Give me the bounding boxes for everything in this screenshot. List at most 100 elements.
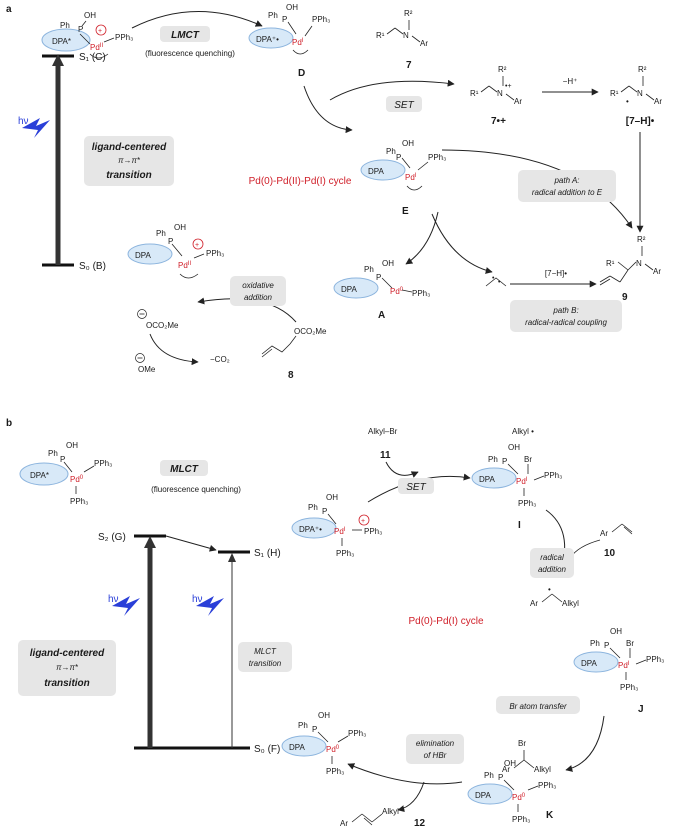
ligand-centered-line2: π→π* bbox=[118, 156, 141, 165]
svg-text:PdI: PdI bbox=[292, 38, 304, 47]
ligand-centered-line3: transition bbox=[106, 170, 152, 181]
svg-text:PPh₃: PPh₃ bbox=[620, 683, 638, 692]
complex-G: DPA* Ph P OH Pd0 PPh₃ PPh₃ bbox=[19, 441, 112, 506]
methylcarbonate-anion: OCO₂Me bbox=[137, 309, 179, 330]
svg-text:PPh₃: PPh₃ bbox=[115, 33, 133, 42]
svg-text:PdI: PdI bbox=[334, 527, 346, 536]
cycle-title-a: Pd(0)-Pd(II)-Pd(I) cycle bbox=[249, 176, 352, 187]
ligand-centered-box bbox=[84, 136, 174, 186]
svg-text:PdI: PdI bbox=[405, 173, 417, 182]
lmct-box bbox=[160, 26, 210, 42]
set-box-a bbox=[386, 96, 422, 112]
label-7H-radical: [7–H]• bbox=[626, 116, 655, 127]
set-label-b: SET bbox=[406, 482, 426, 493]
panel-a-label: a bbox=[6, 4, 12, 15]
label-9: 9 bbox=[622, 292, 628, 303]
svg-text:DPA: DPA bbox=[289, 743, 306, 752]
svg-text:OH: OH bbox=[504, 759, 516, 768]
svg-text:PPh₃: PPh₃ bbox=[518, 499, 536, 508]
ligand-centered-b-line1: ligand-centered bbox=[30, 648, 105, 659]
e-to-allyl-arrow bbox=[431, 213, 493, 274]
set-label-a: SET bbox=[394, 100, 414, 111]
svg-text:+: + bbox=[195, 242, 199, 249]
s1-level-label: S₁ (C) bbox=[79, 52, 106, 63]
svg-text:DPA*: DPA* bbox=[30, 471, 49, 480]
complex-J: DPA Ph P OH PdI Br PPh₃ PPh₃ bbox=[573, 627, 664, 692]
svg-text:PdI: PdI bbox=[516, 477, 528, 486]
svg-text:OH: OH bbox=[66, 441, 78, 450]
svg-text:Ph: Ph bbox=[590, 639, 600, 648]
elimination-arrow bbox=[347, 763, 463, 785]
svg-text:PPh₃: PPh₃ bbox=[412, 289, 430, 298]
svg-text:R²: R² bbox=[638, 65, 647, 74]
svg-text:PdI: PdI bbox=[618, 661, 630, 670]
svg-text:R¹: R¹ bbox=[376, 31, 385, 40]
svg-text:Ar: Ar bbox=[653, 267, 661, 276]
e-to-a-arrow bbox=[405, 211, 439, 265]
oxidative-line2: addition bbox=[244, 293, 273, 302]
svg-text:OH: OH bbox=[508, 443, 520, 452]
set-box-b bbox=[398, 478, 434, 494]
decarboxylation-arrow bbox=[149, 333, 199, 366]
svg-text:Alkyl: Alkyl bbox=[562, 599, 579, 608]
amine-7: R¹ N R² Ar bbox=[376, 9, 428, 48]
svg-text:P: P bbox=[168, 237, 173, 246]
svg-text:Ph: Ph bbox=[60, 21, 70, 30]
complex-I: DPA Ph P OH PdI Br PPh₃ PPh₃ bbox=[471, 443, 562, 508]
svg-text:OH: OH bbox=[286, 3, 298, 12]
svg-text:Ph: Ph bbox=[156, 229, 166, 238]
svg-text:OH: OH bbox=[174, 223, 186, 232]
alpha-amino-radical: R¹ • N R² Ar bbox=[610, 65, 662, 106]
ligand-centered-b-line2: π→π* bbox=[56, 663, 79, 672]
svg-text:+: + bbox=[361, 518, 365, 525]
label-K: K bbox=[546, 810, 554, 821]
radical-addition-line1: radical bbox=[540, 553, 564, 562]
svg-text:OH: OH bbox=[84, 11, 96, 20]
svg-text:Ar: Ar bbox=[600, 529, 608, 538]
svg-text:PPh₃: PPh₃ bbox=[348, 729, 366, 738]
amine-oxidation-arrow bbox=[329, 79, 455, 101]
ligand-centered-b-line3: transition bbox=[44, 678, 90, 689]
label-10: 10 bbox=[604, 548, 616, 559]
path-a-line1: path A: bbox=[553, 176, 579, 185]
svg-text:•: • bbox=[548, 585, 551, 594]
label-E: E bbox=[402, 206, 409, 217]
lmct-arrow bbox=[131, 11, 263, 29]
s0-level-label: S₀ (B) bbox=[79, 261, 106, 272]
svg-text:•: • bbox=[498, 279, 501, 286]
svg-text:Ar: Ar bbox=[514, 97, 522, 106]
label-I: I bbox=[518, 520, 521, 531]
allyl-carbonate-8: OCO₂Me bbox=[261, 327, 327, 358]
elimination-line1: elimination bbox=[416, 739, 455, 748]
svg-text:P: P bbox=[498, 773, 503, 782]
alkyl-br-label: Alkyl–Br bbox=[368, 427, 398, 436]
svg-text:OH: OH bbox=[610, 627, 622, 636]
deprot-label: −H⁺ bbox=[563, 77, 578, 86]
svg-text:PPh₃: PPh₃ bbox=[538, 781, 556, 790]
svg-text:DPA: DPA bbox=[135, 251, 152, 260]
svg-text:Pd0: Pd0 bbox=[326, 745, 340, 754]
svg-text:Pd0: Pd0 bbox=[390, 287, 404, 296]
svg-text:•: • bbox=[626, 97, 629, 106]
svg-text:P: P bbox=[312, 725, 317, 734]
svg-text:P: P bbox=[376, 273, 381, 282]
br-transfer-arrow bbox=[565, 715, 605, 772]
radical-addition-line2: addition bbox=[538, 565, 567, 574]
to-product-12-arrow bbox=[397, 781, 425, 813]
svg-text:DPA: DPA bbox=[368, 167, 385, 176]
br-transfer-box bbox=[496, 696, 580, 714]
mlct-transition-line2: transition bbox=[249, 659, 282, 668]
label-11: 11 bbox=[380, 450, 391, 461]
benzylic-radical: Ar • Alkyl bbox=[530, 585, 579, 608]
complex-K: DPA Ph P OH Pd0 PPh₃ PPh₃ bbox=[467, 759, 556, 824]
alkyl-radical-label: Alkyl • bbox=[512, 427, 534, 436]
ligand-centered-box-b bbox=[18, 640, 116, 696]
minus-co2-label: −CO₂ bbox=[210, 355, 230, 364]
svg-text:PPh₃: PPh₃ bbox=[428, 153, 446, 162]
alkyl-bromide-intermediate: Ar Br Alkyl bbox=[502, 739, 551, 774]
set-arrow-a bbox=[303, 85, 353, 134]
svg-text:PPh₃: PPh₃ bbox=[326, 767, 344, 776]
svg-text:Ar: Ar bbox=[654, 97, 662, 106]
path-a-box bbox=[518, 170, 616, 202]
complex-H: DPA⁺• Ph P OH PdI + PPh₃ PPh₃ bbox=[291, 493, 382, 558]
